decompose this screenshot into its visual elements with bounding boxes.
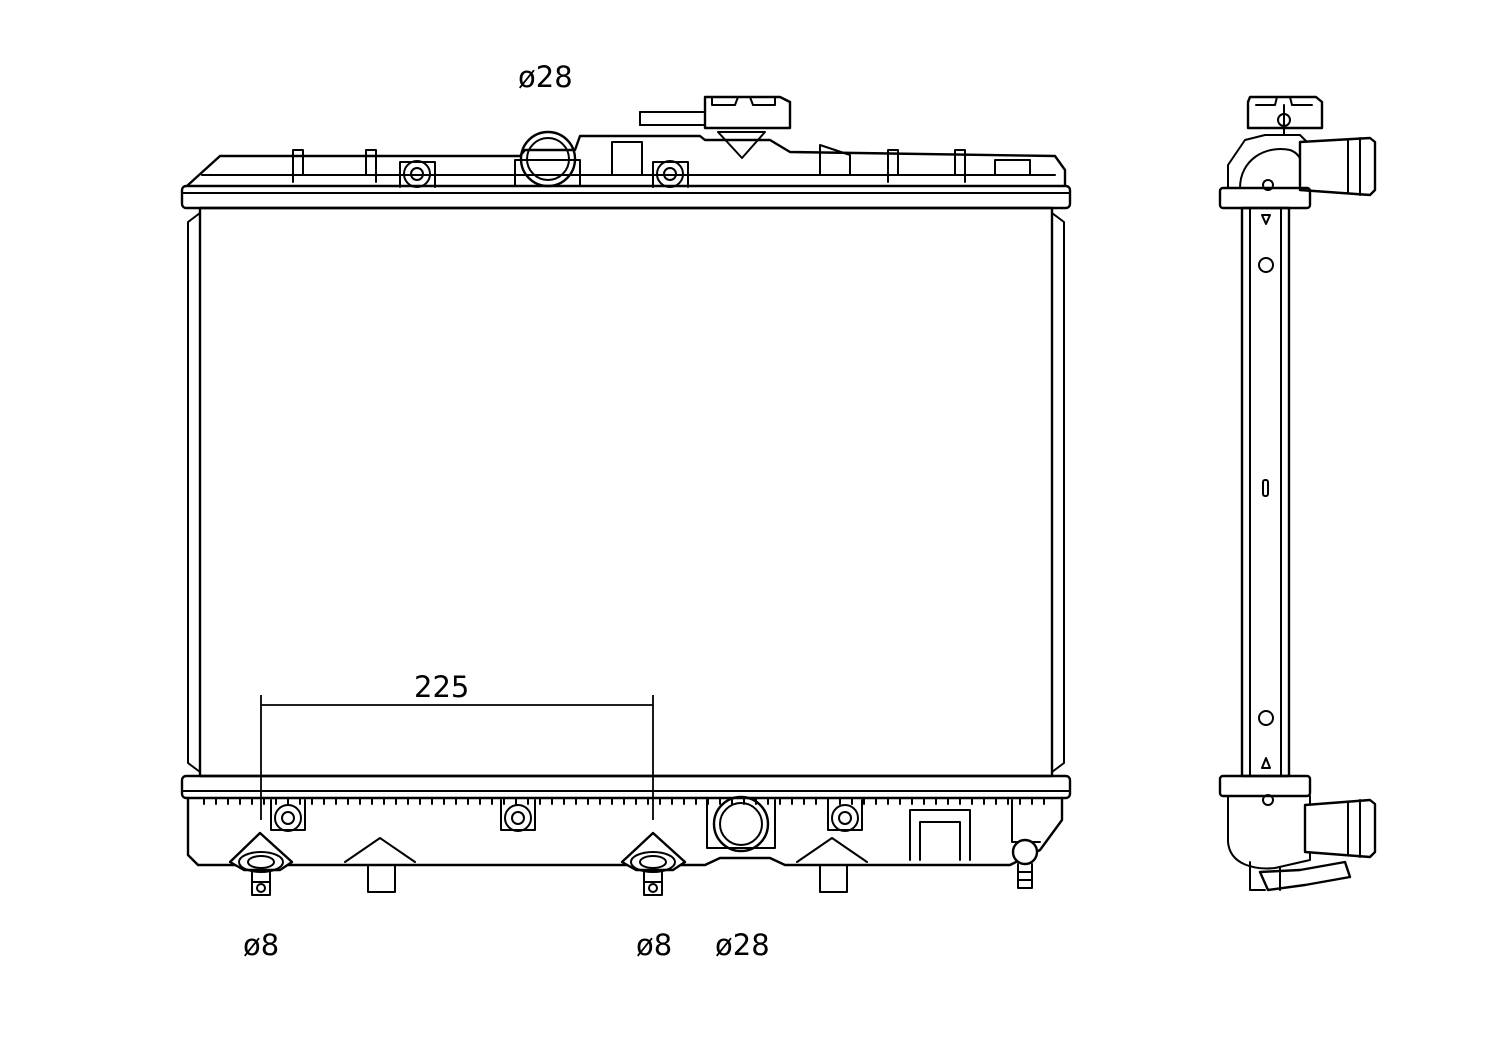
- drain-nipple-right: [620, 831, 687, 896]
- radiator-core: [187, 206, 1065, 778]
- top-tank: [186, 95, 1067, 188]
- label-dimension-225: 225: [414, 670, 469, 704]
- drain-nipple-left: [228, 831, 294, 896]
- label-drain-right-diameter: ø8: [636, 928, 672, 962]
- radiator-side-view: [1218, 95, 1377, 892]
- bottom-tank: [186, 796, 1064, 893]
- bottom-header-plate: [180, 774, 1072, 805]
- dimension-225: [260, 695, 654, 820]
- label-bottom-outlet-diameter: ø28: [715, 928, 770, 962]
- top-header-plate: [180, 184, 1072, 210]
- label-top-inlet-diameter: ø28: [518, 60, 573, 94]
- label-drain-left-diameter: ø8: [243, 928, 279, 962]
- bottom-outlet-pipe: [706, 795, 776, 853]
- radiator-front-view: [180, 95, 1072, 896]
